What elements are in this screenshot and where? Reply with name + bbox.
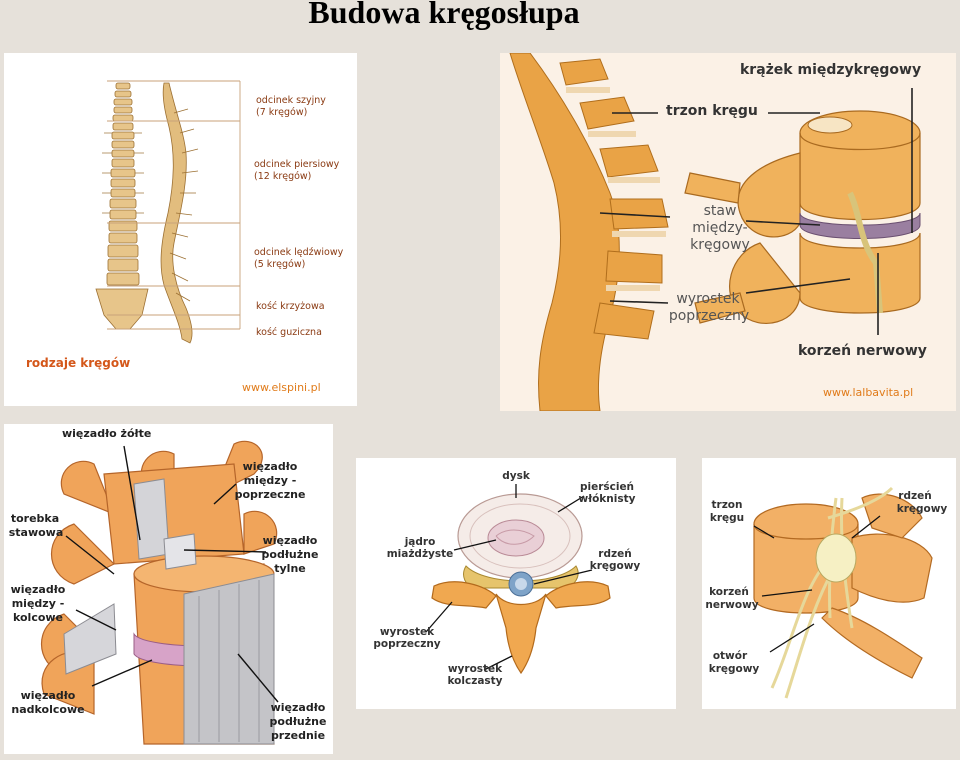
disc-section-illustration xyxy=(425,484,611,675)
label-nerwowy: nerwowy xyxy=(705,599,759,611)
label-staw: staw xyxy=(703,203,737,219)
label-torebka: torebka xyxy=(10,512,60,525)
label-kregowy: kręgowy xyxy=(690,237,750,253)
disc-section-panel: dysk pierścień włóknisty jądro miażdżyst… xyxy=(356,458,676,709)
label-kregowy-1: kręgowy xyxy=(896,503,948,515)
label-rdzen: rdzeń xyxy=(898,490,932,502)
ligaments-panel: więzadło żółte więzadło między - poprzec… xyxy=(4,424,333,754)
label-miedzy-1: między - xyxy=(243,474,297,487)
label-stawowa: stawowa xyxy=(8,526,64,539)
label-kregowy-2: kręgowy xyxy=(708,663,760,675)
label-wiezadlo-3: więzadło xyxy=(10,583,66,596)
spine-sections-panel: odcinek szyjny (7 kręgów) odcinek piersi… xyxy=(4,53,357,406)
label-wyrostek-2: wyrostek xyxy=(447,663,503,675)
label-wyrostek-1: wyrostek xyxy=(379,626,435,638)
label-wiezadlo-4: więzadło xyxy=(20,689,76,702)
label-poprzeczny: poprzeczny xyxy=(668,308,750,324)
label-ledzwiowy-count: (5 kręgów) xyxy=(254,259,306,270)
lumbar-detail-panel: krążek międzykręgowy trzon kręgu staw mi… xyxy=(500,53,956,411)
label-wiezadlo-1: więzadło xyxy=(242,460,298,473)
label-odcinek-piersiowy: odcinek piersiowy xyxy=(254,159,340,170)
label-miedzy-2: między - xyxy=(11,597,65,610)
label-wiezadlo-2: więzadło xyxy=(262,534,318,547)
label-kolcowe: kolcowe xyxy=(12,611,64,624)
label-tylne: tylne xyxy=(274,562,306,575)
label-miedzy: między- xyxy=(692,220,748,236)
label-otwor: otwór xyxy=(712,650,748,662)
label-poprzeczny: poprzeczny xyxy=(373,638,441,650)
label-kolczasty: kolczasty xyxy=(447,675,503,687)
ligaments-illustration xyxy=(41,440,279,745)
label-odcinek-szyjny: odcinek szyjny xyxy=(256,95,326,106)
label-korzen-nerwowy: korzeń nerwowy xyxy=(798,343,927,359)
page-title: Budowa kręgosłupa xyxy=(308,0,580,30)
label-kosc-krzyzowa: kość krzyżowa xyxy=(256,301,325,312)
label-krazek-miedzykregowy: krążek międzykręgowy xyxy=(740,62,922,78)
label-dysk: dysk xyxy=(502,470,530,482)
label-trzon-kregu: trzon kręgu xyxy=(666,103,758,119)
label-wyrostek: wyrostek xyxy=(676,291,740,307)
label-pierscien: pierścień xyxy=(579,481,635,493)
source-link: www.lalbavita.pl xyxy=(823,386,914,399)
label-kosc-guziczna: kość guziczna xyxy=(256,327,322,338)
label-jadro: jądro xyxy=(404,536,436,548)
label-miazdzyste: miażdżyste xyxy=(386,548,454,560)
label-podluzne-1: podłużne xyxy=(261,548,319,561)
label-rdzen: rdzeń xyxy=(598,548,632,560)
label-odcinek-ledzwiowy: odcinek lędźwiowy xyxy=(254,247,344,258)
label-wiezadlo-5: więzadło xyxy=(270,701,326,714)
label-wiezadlo-zolte: więzadło żółte xyxy=(62,427,152,440)
label-trzon: trzon xyxy=(711,499,743,511)
label-podluzne-2: podłużne xyxy=(269,715,327,728)
label-piersiowy-count: (12 kręgów) xyxy=(254,171,312,182)
label-przednie: przednie xyxy=(270,729,326,742)
spine-sections-illustration xyxy=(95,80,241,344)
caption-rodzaje-kregow: rodzaje kręgów xyxy=(26,356,131,370)
label-szyjny-count: (7 kręgów) xyxy=(256,107,308,118)
label-wloknisty: włóknisty xyxy=(578,493,636,505)
label-kregowy: kręgowy xyxy=(589,560,641,572)
label-poprzeczne: poprzeczne xyxy=(234,488,306,501)
label-kregu: kręgu xyxy=(709,512,745,524)
spinal-cord-panel: trzon kręgu rdzeń kręgowy korzeń nerwowy… xyxy=(702,458,956,709)
spinal-cord-illustration xyxy=(753,486,933,699)
label-korzen: korzeń xyxy=(709,586,749,598)
source-link: www.elspini.pl xyxy=(242,381,321,394)
lumbar-detail-illustration xyxy=(500,53,956,411)
label-nadkolcowe: nadkolcowe xyxy=(11,703,85,716)
